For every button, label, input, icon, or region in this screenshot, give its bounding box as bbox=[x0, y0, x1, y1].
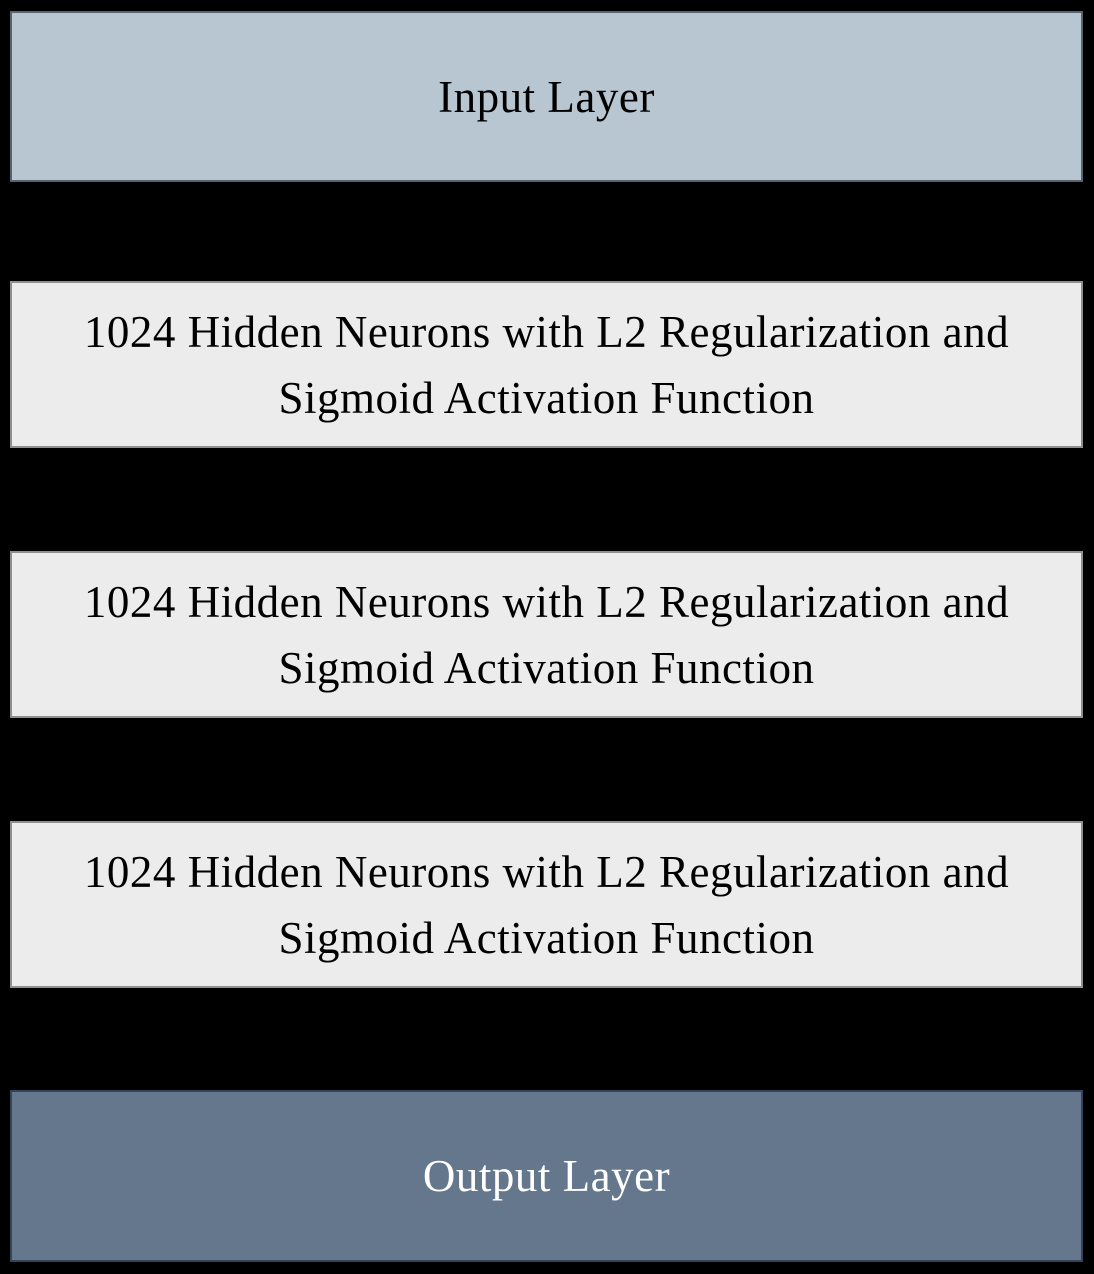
input-layer-label: Input Layer bbox=[438, 71, 655, 122]
hidden-layer-1-label: 1024 Hidden Neurons with L2 Regularizati… bbox=[83, 306, 1010, 423]
hidden-layer-1-box: 1024 Hidden Neurons with L2 Regularizati… bbox=[10, 281, 1083, 448]
hidden-layer-2-box: 1024 Hidden Neurons with L2 Regularizati… bbox=[10, 551, 1083, 718]
output-layer-label: Output Layer bbox=[422, 1151, 671, 1201]
hidden-layer-3-box: 1024 Hidden Neurons with L2 Regularizati… bbox=[10, 821, 1083, 988]
output-layer-box: Output Layer bbox=[10, 1090, 1083, 1262]
hidden-layer-3-label: 1024 Hidden Neurons with L2 Regularizati… bbox=[83, 846, 1010, 963]
hidden-layer-2-label: 1024 Hidden Neurons with L2 Regularizati… bbox=[83, 576, 1010, 693]
input-layer-box: Input Layer bbox=[10, 11, 1083, 182]
